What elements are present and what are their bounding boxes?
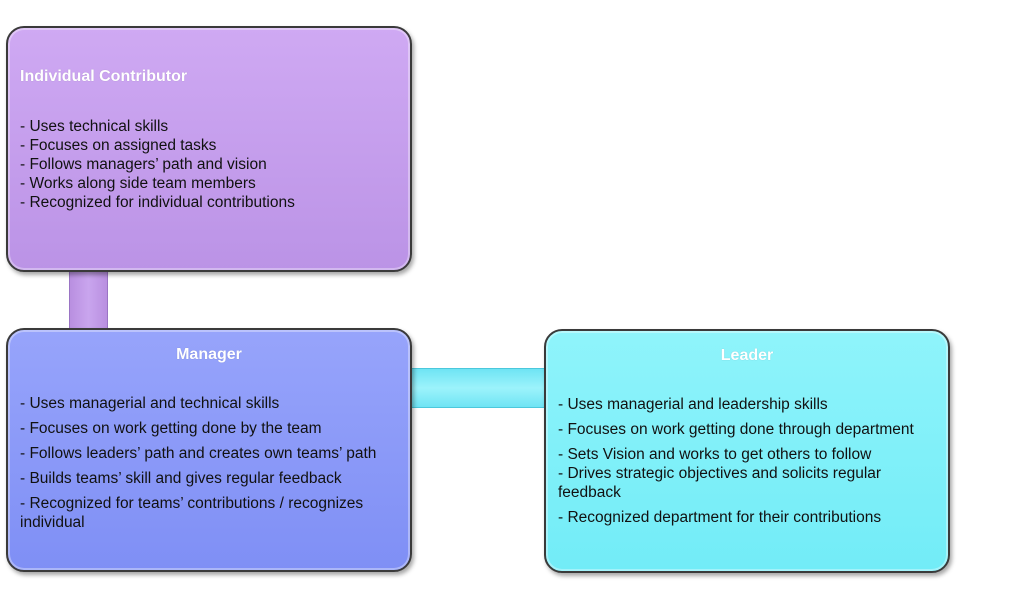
list-item: - Uses technical skills xyxy=(20,118,169,135)
individual-contributor-title: Individual Contributor xyxy=(20,68,188,85)
list-item: - Recognized for teams’ contributions / … xyxy=(20,495,364,531)
individual-contributor-box: Individual Contributor - Uses technical … xyxy=(6,26,412,272)
leader-title: Leader xyxy=(720,347,774,364)
list-item: - Focuses on assigned tasks xyxy=(20,137,217,154)
manager-title: Manager xyxy=(176,346,242,363)
leader-list: - Uses managerial and leadership skills … xyxy=(554,395,940,527)
list-item: - Recognized for individual contribution… xyxy=(20,194,295,211)
list-item: - Follows leaders’ path and creates own … xyxy=(20,445,377,462)
leader-box: Leader - Uses managerial and leadership … xyxy=(544,329,950,573)
list-item: - Builds teams’ skill and gives regular … xyxy=(20,470,342,487)
connector-contributor-to-manager xyxy=(69,268,108,334)
list-item: - Recognized department for their contri… xyxy=(558,509,882,526)
list-item: - Drives strategic objectives and solici… xyxy=(558,465,882,501)
list-item: - Works along side team members xyxy=(20,175,256,192)
list-item: - Uses managerial and technical skills xyxy=(20,395,280,412)
list-item: - Sets Vision and works to get others to… xyxy=(558,446,872,463)
individual-contributor-list: - Uses technical skills - Focuses on ass… xyxy=(16,117,402,212)
list-item: - Focuses on work getting done through d… xyxy=(558,421,914,438)
list-item: - Follows managers’ path and vision xyxy=(20,156,267,173)
list-item: - Uses managerial and leadership skills xyxy=(558,396,828,413)
connector-manager-to-leader xyxy=(410,368,548,408)
manager-list: - Uses managerial and technical skills -… xyxy=(16,394,402,532)
manager-box: Manager - Uses managerial and technical … xyxy=(6,328,412,572)
list-item: - Focuses on work getting done by the te… xyxy=(20,420,322,437)
